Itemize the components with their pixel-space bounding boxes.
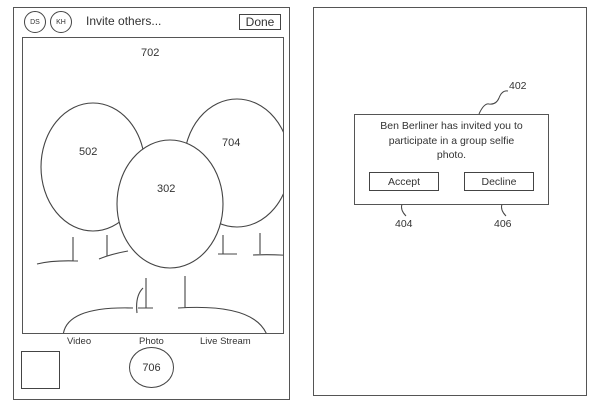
phone-screen-invitation: 402 Ben Berliner has invited you to part… [313, 7, 587, 396]
phone-screen-camera: DS KH Invite others... Done 702 502 704 … [13, 7, 290, 400]
left-person-neck [36, 235, 129, 265]
accept-button[interactable]: Accept [369, 172, 439, 191]
gallery-thumbnail[interactable] [21, 351, 60, 389]
done-button[interactable]: Done [239, 14, 281, 30]
shutter-ref-label: 706 [142, 361, 161, 374]
right-person-neck [218, 233, 283, 256]
avatar-initials: KH [56, 18, 66, 26]
camera-viewfinder[interactable]: 702 502 704 302 [22, 37, 284, 334]
mode-photo[interactable]: Photo [139, 336, 164, 347]
mode-live-stream[interactable]: Live Stream [200, 336, 251, 347]
avatar-ds[interactable]: DS [24, 11, 46, 33]
avatar-initials: DS [30, 18, 40, 26]
message-line: photo. [436, 149, 467, 161]
ref-label-402: 402 [509, 80, 527, 92]
shutter-button[interactable]: 706 [129, 347, 174, 388]
viewfinder-ref-label: 702 [141, 47, 160, 59]
leader-402 [478, 90, 509, 115]
decline-button[interactable]: Decline [464, 172, 534, 191]
face-302 [116, 139, 224, 269]
invite-others-input[interactable]: Invite others... [86, 14, 162, 28]
invitation-dialog: Ben Berliner has invited you to particip… [354, 114, 549, 205]
face-label-704: 704 [222, 137, 241, 149]
center-person-body [63, 276, 267, 333]
group-faces-illustration [36, 98, 283, 333]
message-line: Ben Berliner has invited you to [380, 120, 523, 132]
ref-label-404: 404 [395, 218, 413, 230]
invitation-message: Ben Berliner has invited you to particip… [355, 119, 548, 163]
message-line: participate in a group selfie [388, 134, 515, 147]
mode-video[interactable]: Video [67, 336, 92, 347]
face-label-502: 502 [79, 146, 98, 158]
avatar-kh[interactable]: KH [50, 11, 72, 33]
ref-label-406: 406 [494, 218, 512, 230]
face-label-302: 302 [157, 183, 176, 195]
